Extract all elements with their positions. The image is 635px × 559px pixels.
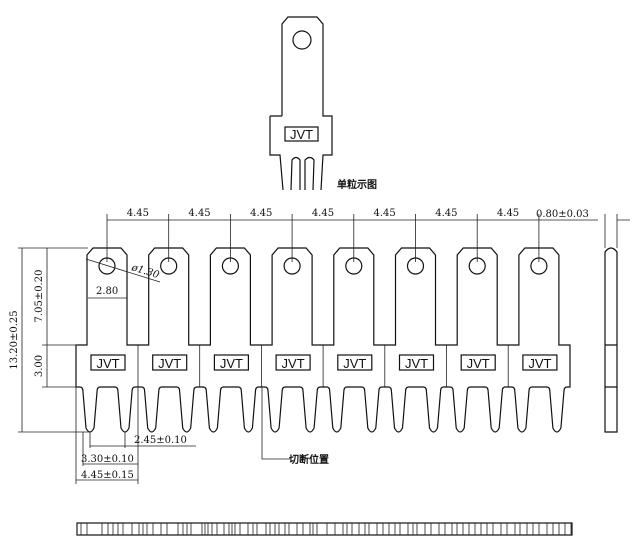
terminal-unit: JVT [398, 257, 447, 387]
jvt-mark: JVT [220, 356, 243, 371]
jvt-mark-box [275, 354, 311, 371]
jvt-mark-box [398, 354, 435, 371]
jvt-mark: JVT [158, 356, 181, 371]
jvt-mark: JVT [343, 356, 366, 371]
terminal-unit: JVT [152, 257, 201, 387]
terminal-unit: JVT [90, 257, 139, 387]
jvt-mark: JVT [467, 356, 490, 371]
jvt-mark: JVT [96, 356, 119, 371]
pitch-label: 4.45 [188, 208, 210, 219]
pitch-label: 4.45 [497, 208, 519, 219]
pitch-label: 4.45 [312, 208, 334, 219]
strip-outline [75, 247, 571, 433]
side-view [604, 247, 618, 433]
thickness-label: 0.80±0.03 [536, 209, 589, 220]
jvt-mark-box [213, 354, 249, 371]
leg-gap-label: 2.45±0.10 [134, 435, 187, 446]
jvt-mark-box [90, 354, 126, 371]
leg-span-label: 3.30±0.10 [81, 454, 134, 465]
dimensions: 0.80±0.03 13.20±0.25 7.05±0.20 3.00 2.80… [9, 208, 630, 484]
pitch-label: 4.45 [435, 208, 457, 219]
jvt-mark-box [337, 354, 373, 371]
unit-width-label: 4.45±0.15 [81, 470, 134, 481]
jvt-mark-box [284, 126, 319, 142]
plan-view-strip [76, 522, 573, 536]
jvt-mark-box [152, 354, 188, 371]
terminal-unit: JVT [460, 257, 509, 387]
pitch-label: 4.45 [374, 208, 396, 219]
single-part-caption: 单粒示图 [337, 178, 377, 191]
hole-icon [292, 30, 312, 50]
cut-position-label: 切断位置 [289, 453, 329, 466]
jvt-mark: JVT [282, 356, 305, 371]
terminal-unit: JVT [337, 257, 386, 387]
blade-width-label: 2.80 [96, 286, 118, 297]
pitch-label: 4.45 [250, 208, 272, 219]
jvt-mark: JVT [405, 356, 428, 371]
blade-length-label: 7.05±0.20 [34, 270, 45, 323]
terminal-unit: JVT [522, 257, 558, 371]
hole-diameter-label: ø1.30 [129, 262, 161, 281]
body-height-label: 3.00 [34, 355, 45, 377]
jvt-mark-box [522, 354, 558, 371]
pitch-label: 4.45 [127, 208, 149, 219]
jvt-mark-box [460, 354, 496, 371]
terminal-unit: JVT [275, 257, 324, 387]
jvt-mark: JVT [290, 127, 313, 142]
terminal-unit: JVT [213, 257, 262, 387]
terminal-strip: JVT JVT JVT JVT JVT JVT JVT JVT [75, 247, 571, 433]
single-part-view: JVT 单粒示图 [269, 16, 377, 191]
jvt-mark: JVT [528, 356, 551, 371]
total-height-label: 13.20±0.25 [9, 310, 20, 369]
